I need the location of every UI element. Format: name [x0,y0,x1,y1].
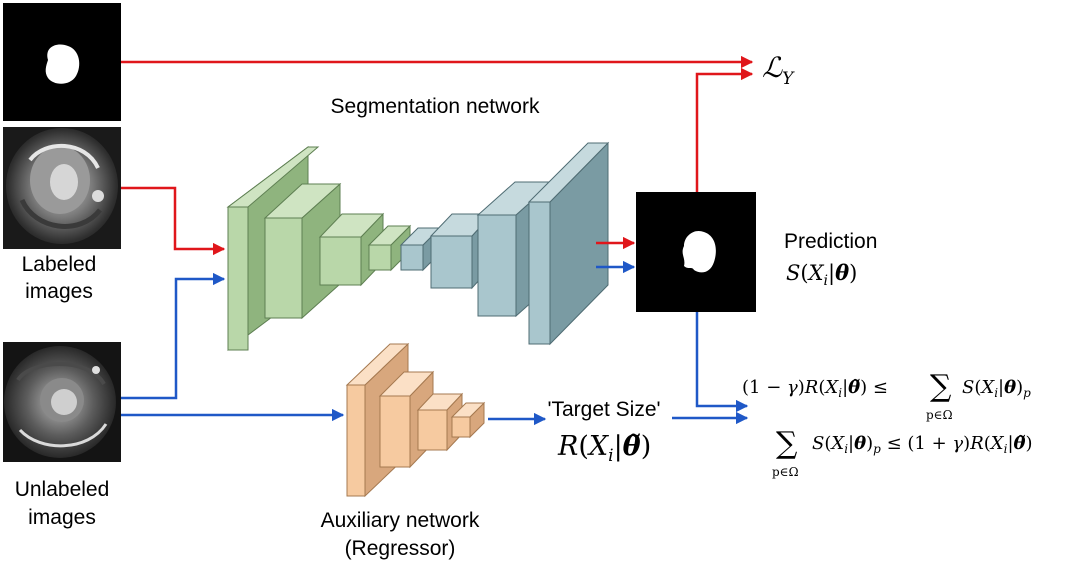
auxiliary-network [345,342,486,498]
unlabeled-image-to-segnet-arrow [121,272,226,400]
constraint-2-index: p∈Ω [772,465,799,479]
auxiliary-network-label-line1: Auxiliary network [321,509,480,532]
unlabeled-data-arrows [121,260,749,426]
labeled-images-label-line1: Labeled [22,253,97,276]
prediction-to-loss-arrow [695,67,754,192]
labeled-data-arrows [121,55,754,256]
segmentation-network [226,141,610,351]
target-size-formula: R(Xi|θ̃) [557,431,651,466]
aux-block-4 [450,401,486,439]
target-size-label: 'Target Size' [547,398,660,421]
unlabeled-mri-image [3,342,121,462]
loss-symbol: ℒY [762,51,795,89]
decoder-block-4 [527,141,610,346]
unlabeled-images-label-line1: Unlabeled [15,478,110,501]
prediction-formula: S(Xi|θ) [786,260,857,289]
constraint-1-index: p∈Ω [926,408,953,422]
labeled-images-label-line2: images [25,280,93,303]
prediction-to-constraint-arrow [695,312,749,413]
labeled-image-to-segnet-arrow [121,186,226,256]
constraint-1-sum: ∑ [930,369,952,404]
labeled-mri-image [3,127,121,249]
constraint-2-sum: ∑ [776,426,798,461]
auxiliary-network-label-line2: (Regressor) [345,537,456,560]
ground-truth-mask-image [3,3,121,121]
unlabeled-images-label-line2: images [28,506,96,529]
segmentation-network-title: Segmentation network [331,95,540,118]
prediction-label: Prediction [784,230,877,253]
constraint-2-body: S(Xi|θ)p ≤ (1 + γ)R(Xi|θ̃) [812,433,1033,456]
size-constraints: (1 − γ)R(Xi|θ̃) ≤ ∑ p∈Ω S(Xi|θ)p ∑ p∈Ω S… [742,369,1033,479]
prediction-mask-image [636,192,756,312]
constraint-1-left: (1 − γ)R(Xi|θ̃) ≤ [742,377,888,400]
constraint-1-right: S(Xi|θ)p [962,377,1031,400]
encoder-block-4 [367,224,412,272]
